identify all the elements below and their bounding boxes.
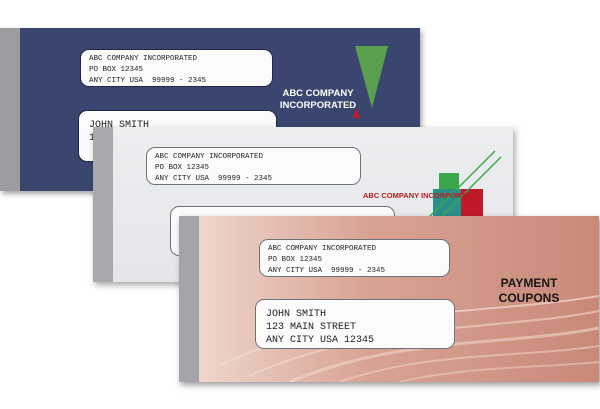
envelope-stub — [93, 127, 113, 282]
recipient-window: JOHN SMITH 123 MAIN STREET ANY CITY USA … — [255, 299, 455, 349]
recipient-line-street: 123 MAIN STREET — [266, 322, 357, 333]
return-address-window: ABC COMPANY INCORPORATED PO BOX 12345 AN… — [259, 239, 450, 277]
return-line-pobox: PO BOX 12345 — [268, 256, 323, 264]
envelope-stub — [0, 28, 20, 191]
company-mark-line-2: INCORPORATED — [279, 100, 357, 111]
return-line-pobox: PO BOX 12345 — [89, 66, 144, 74]
company-name-mark: ABC COMPANY INCORPORATED — [363, 191, 482, 200]
company-name-mark: ABC COMPANY INCORPORATED — [278, 88, 358, 112]
recipient-line-name: JOHN SMITH — [89, 120, 150, 131]
return-line-company: ABC COMPANY INCORPORATED — [268, 245, 377, 253]
payment-coupons-title: PAYMENT COUPONS — [474, 276, 584, 306]
triangle-logo-icon — [353, 46, 388, 118]
envelope-payment-coupons: ABC COMPANY INCORPORATED PO BOX 12345 AN… — [179, 216, 599, 382]
return-line-pobox: PO BOX 12345 — [155, 164, 210, 172]
return-line-company: ABC COMPANY INCORPORATED — [155, 153, 264, 161]
return-line-company: ABC COMPANY INCORPORATED — [89, 55, 198, 63]
recipient-line-name: JOHN SMITH — [266, 309, 327, 320]
recipient-line-street-partial: 1 — [89, 133, 96, 144]
squares-logo-icon — [428, 150, 502, 224]
company-mark-line-1: ABC COMPANY — [282, 88, 354, 99]
return-line-city: ANY CITY USA 99999 - 2345 — [155, 175, 273, 183]
return-address-window: ABC COMPANY INCORPORATED PO BOX 12345 AN… — [80, 49, 273, 87]
recipient-line-city: ANY CITY USA 12345 — [266, 335, 375, 346]
return-address-window: ABC COMPANY INCORPORATED PO BOX 12345 AN… — [146, 147, 361, 185]
return-line-city: ANY CITY USA 99999 - 2345 — [89, 77, 207, 85]
title-line-2: COUPONS — [498, 291, 560, 305]
title-line-1: PAYMENT — [500, 276, 558, 290]
envelope-stub — [179, 216, 199, 382]
return-line-city: ANY CITY USA 99999 - 2345 — [268, 267, 386, 275]
